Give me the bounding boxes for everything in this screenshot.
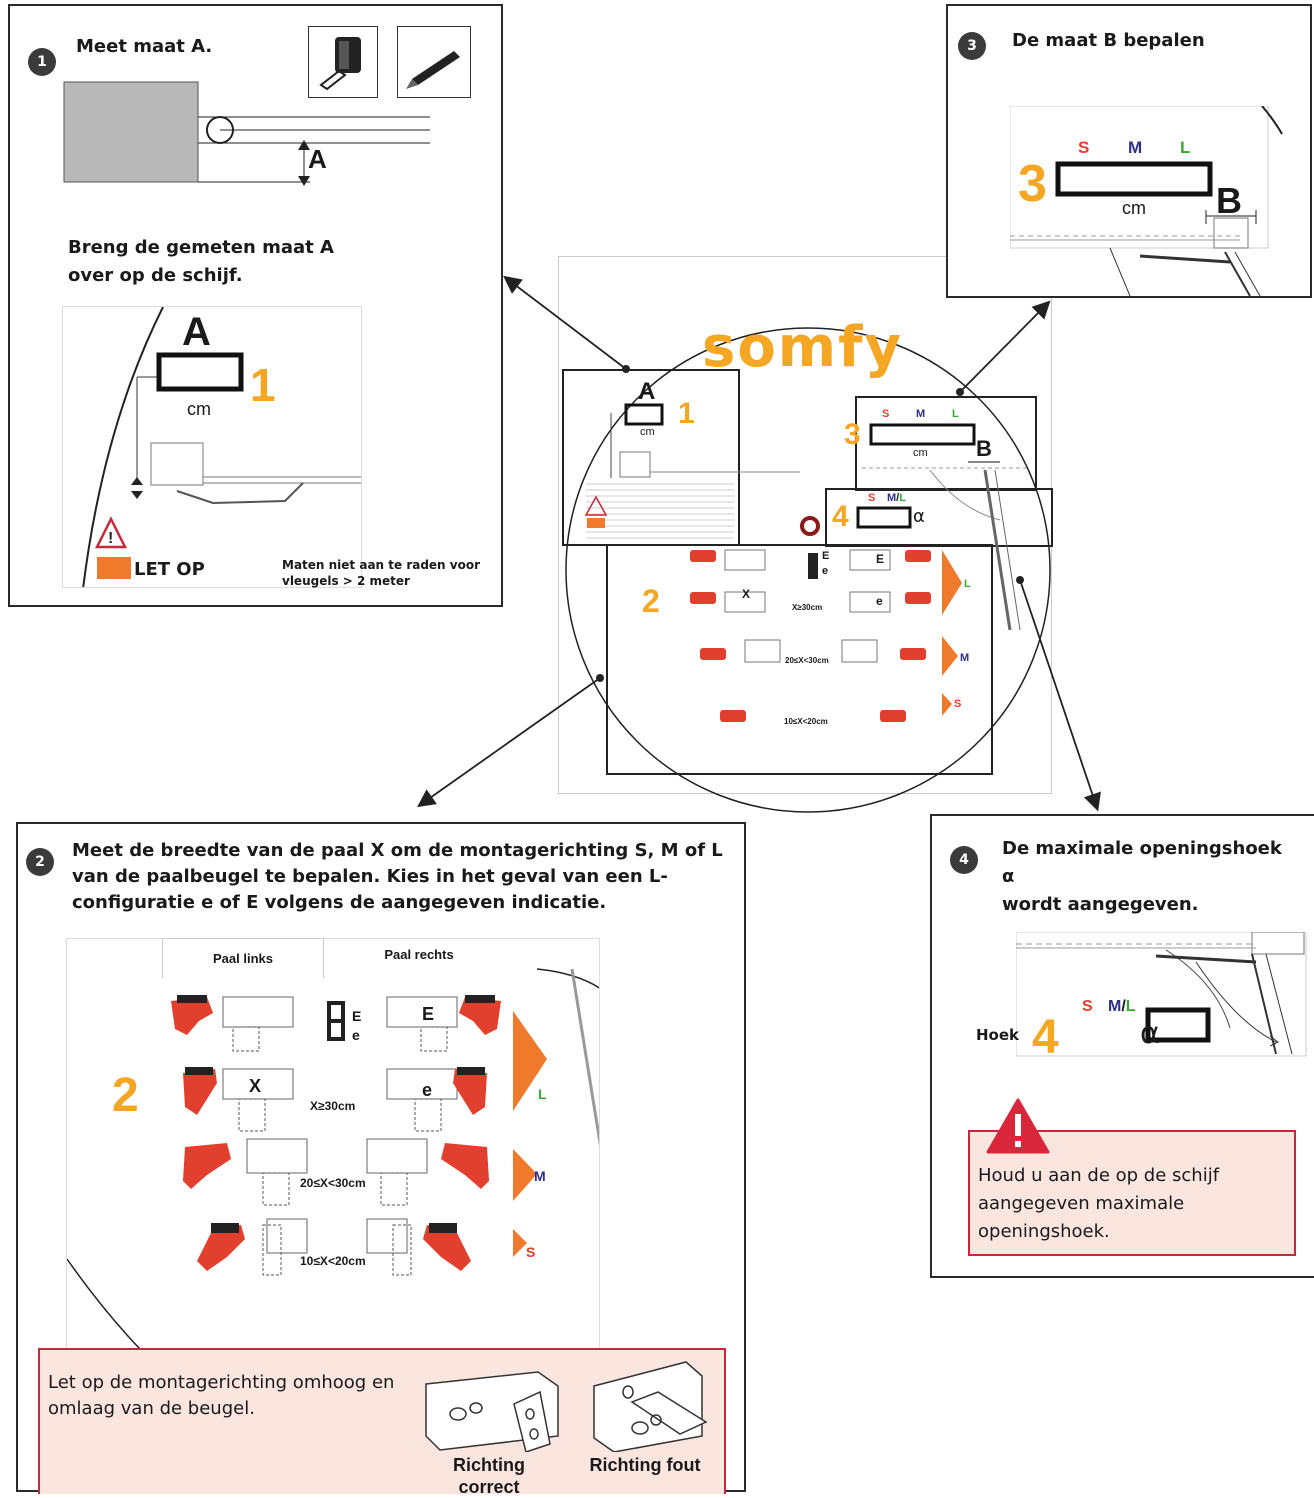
step4-title-1: De maximale openingshoek — [1002, 838, 1282, 859]
step3-disk-detail — [1010, 106, 1310, 296]
step3-title: De maat B bepalen — [1012, 30, 1205, 51]
disk-s: S — [882, 408, 890, 420]
step3-big-number: 3 — [1018, 155, 1047, 213]
disk-size-L: L — [964, 578, 971, 590]
step1-disk-label-A: A — [182, 310, 211, 354]
disk-E: E — [822, 550, 830, 562]
step1-label-A: A — [308, 144, 327, 174]
step2-big-number: 2 — [112, 1069, 139, 1122]
pencil-icon — [397, 26, 471, 98]
caption-wrong: Richting fout — [589, 1455, 701, 1475]
step2-range-L: X≥30cm — [310, 1099, 356, 1113]
step4-panel: 4 De maximale openingshoek α wordt aange… — [930, 814, 1314, 1278]
disk-range-L: X≥30cm — [792, 603, 823, 612]
disk-size-S: S — [954, 698, 962, 710]
step1-panel: 1 Meet maat A. A Breng de gemeten maat A… — [8, 4, 503, 607]
step4-ml-m: M — [1108, 998, 1122, 1015]
disk-ml-m: M — [887, 492, 897, 504]
step4-s: S — [1082, 998, 1093, 1015]
disk-label-B: B — [976, 436, 992, 461]
step4-alpha: α — [1140, 1016, 1160, 1051]
disk-e: e — [822, 565, 829, 577]
step2-tab-left[interactable]: Paal links — [162, 938, 324, 978]
step2-size-M: M — [534, 1168, 546, 1184]
step2-X: X — [249, 1076, 262, 1096]
step2-E-left: E — [352, 1008, 362, 1024]
step2-range-S: 10≤X<20cm — [300, 1254, 366, 1268]
step4-ml: M/L — [1108, 998, 1136, 1016]
step4-hoek: Hoek — [976, 1026, 1020, 1044]
step3-unit: cm — [1122, 198, 1146, 218]
disk-num-3: 3 — [844, 418, 861, 451]
disk-m: M — [916, 408, 926, 420]
step4-badge: 4 — [950, 846, 978, 874]
disk-num-4: 4 — [832, 500, 849, 533]
disk-X: X — [742, 587, 751, 601]
step4-title-alpha: α — [1002, 866, 1015, 887]
disk-label-A: A — [638, 378, 656, 405]
step1-disk-detail: ! — [62, 306, 362, 588]
step1-disk-unit: cm — [187, 399, 211, 419]
disk-unit-1: cm — [640, 426, 655, 438]
step2-badge: 2 — [26, 848, 54, 876]
disk-ml-l: L — [899, 492, 906, 504]
disk-num-1: 1 — [678, 397, 695, 430]
disk-unit-3: cm — [913, 447, 928, 459]
step1-warning-label: LET OP — [134, 559, 205, 580]
step4-disk-detail — [1016, 932, 1314, 1092]
step2-size-L: L — [538, 1086, 547, 1102]
bracket-illustration — [425, 1361, 708, 1452]
step2-E-right: E — [422, 1004, 435, 1024]
step1-instruction: Breng de gemeten maat A over op de schij… — [68, 237, 334, 286]
caption-correct: Richting correct — [453, 1455, 525, 1497]
step1-badge: 1 — [28, 48, 56, 76]
step3-label-B: B — [1216, 180, 1242, 221]
disk-range-M: 20≤X<30cm — [785, 656, 829, 665]
disk-ml-slash: / — [896, 492, 900, 504]
step3-l: L — [1180, 138, 1191, 157]
disk-num-2: 2 — [642, 583, 660, 619]
disk-ml-4: M/L — [887, 492, 906, 504]
step1-title: Meet maat A. — [76, 36, 213, 57]
svg-text:!: ! — [108, 530, 113, 547]
step2-range-M: 20≤X<30cm — [300, 1176, 366, 1190]
step1-gate-sketch — [63, 81, 430, 186]
step3-m: M — [1128, 138, 1143, 157]
disk-l: L — [952, 408, 959, 420]
disk-e-right: e — [876, 594, 883, 608]
step3-s: S — [1078, 138, 1090, 157]
tape-measure-icon — [308, 26, 378, 98]
step3-panel: 3 De maat B bepalen S M L 3 cm B — [946, 4, 1312, 298]
warning-icon — [986, 1098, 1050, 1154]
step4-warning-text: Houd u aan de op de schijf aangegeven ma… — [978, 1165, 1220, 1242]
step2-title: Meet de breedte van de paal X om de mont… — [72, 840, 723, 913]
step2-e-left: e — [352, 1027, 360, 1043]
step3-badge: 3 — [958, 32, 986, 60]
step2-warning-text: Let op de montagerichting omhoog en omla… — [48, 1372, 395, 1419]
step1-disk-num: 1 — [250, 359, 276, 411]
step2-e-right: e — [422, 1080, 433, 1100]
step4-big-number: 4 — [1032, 1011, 1059, 1064]
step2-size-S: S — [526, 1244, 536, 1260]
step2-tab-right[interactable]: Paal rechts — [384, 947, 454, 962]
step4-title-2: wordt aangegeven. — [1002, 894, 1199, 915]
disk-alpha: α — [913, 506, 925, 527]
step1-warning-text: Maten niet aan te raden voor vleugels > … — [282, 558, 481, 588]
step4-ml-l: L — [1125, 998, 1136, 1015]
disk-range-S: 10≤X<20cm — [784, 717, 828, 726]
disk-s-4: S — [868, 492, 876, 504]
step4-ml-slash: / — [1121, 998, 1126, 1015]
somfy-logo: somfy — [702, 315, 904, 380]
step2-warning: Let op de montagerichting omhoog en omla… — [38, 1348, 726, 1497]
disk-size-M: M — [960, 652, 970, 664]
disk-E-right: E — [876, 552, 885, 566]
